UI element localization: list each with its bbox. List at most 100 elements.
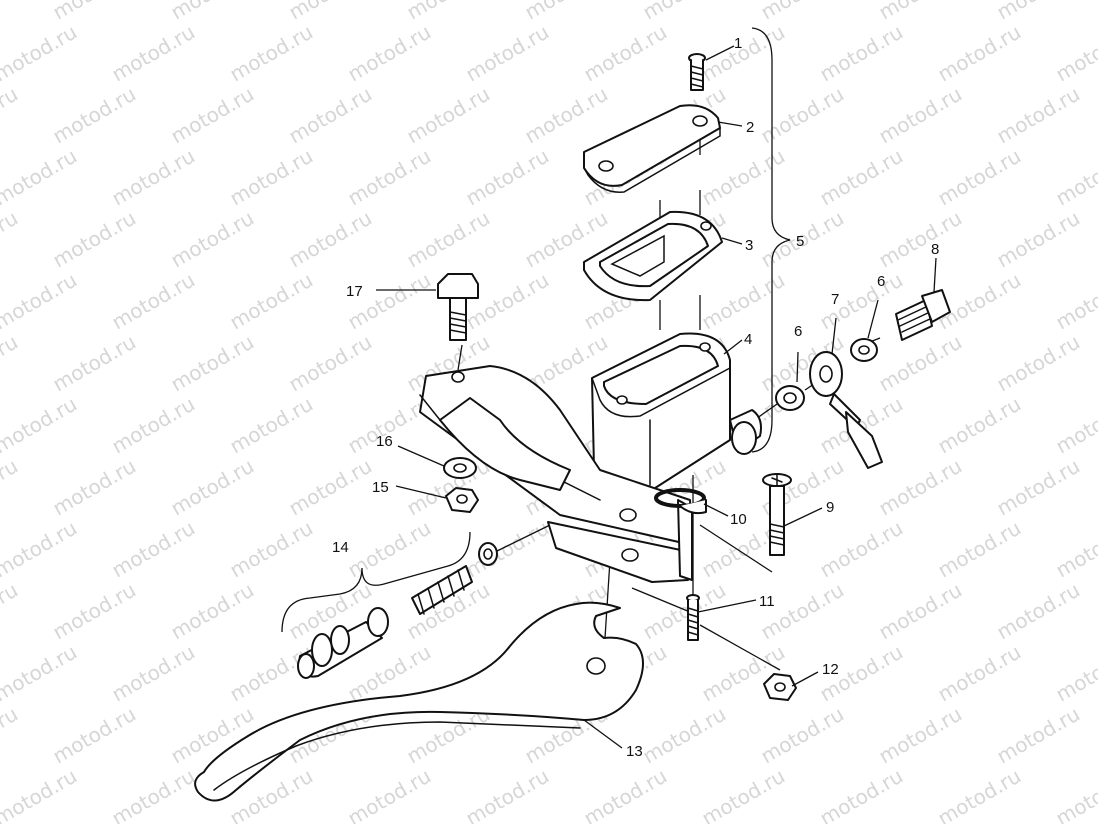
callout-6-left: 6 (794, 323, 802, 340)
watermark-text: motod.ru (757, 0, 848, 24)
watermark-text: motod.ru (0, 268, 81, 335)
watermark-text: motod.ru (285, 82, 376, 149)
watermark-text: motod.ru (1052, 392, 1098, 459)
watermark-text: motod.ru (344, 144, 435, 211)
watermark-text: motod.ru (0, 578, 22, 645)
watermark-text: motod.ru (934, 268, 1025, 335)
watermark-text: motod.ru (0, 144, 81, 211)
watermark-text: motod.ru (934, 392, 1025, 459)
callout-1: 1 (734, 35, 742, 52)
watermark-text: motod.ru (521, 0, 612, 24)
watermark-text: motod.ru (403, 206, 494, 273)
part-13-brake-lever (194, 601, 644, 802)
watermark-text: motod.ru (108, 516, 199, 583)
callout-12: 12 (822, 661, 839, 678)
watermark-text: motod.ru (993, 0, 1084, 24)
watermark-text: motod.ru (49, 578, 140, 645)
watermark-text: motod.ru (0, 640, 81, 707)
callout-13: 13 (626, 743, 643, 760)
kit-brackets (281, 27, 791, 633)
handlebar-clamp-bracket (419, 365, 693, 583)
watermark-text: motod.ru (0, 764, 81, 824)
part-14-piston-kit (297, 542, 498, 679)
watermark-text: motod.ru (0, 20, 81, 87)
watermark-text: motod.ru (1052, 144, 1098, 211)
part-7-banjo-hose-fitting (809, 351, 883, 469)
watermark-text: motod.ru (0, 702, 22, 769)
watermark-text: motod.ru (0, 82, 22, 149)
watermark-text: motod.ru (0, 516, 81, 583)
watermark-text: motod.ru (344, 516, 435, 583)
watermark-text: motod.ru (1052, 20, 1098, 87)
watermark-text: motod.ru (757, 702, 848, 769)
watermark-text: motod.ru (698, 268, 789, 335)
watermark-text: motod.ru (108, 144, 199, 211)
watermark-text: motod.ru (698, 764, 789, 824)
watermark-text: motod.ru (993, 330, 1084, 397)
watermark-text: motod.ru (757, 82, 848, 149)
watermark-text: motod.ru (639, 0, 730, 24)
watermark-text: motod.ru (993, 206, 1084, 273)
watermark-text: motod.ru (108, 20, 199, 87)
watermark-text: motod.ru (934, 20, 1025, 87)
part-15-nut (445, 487, 479, 513)
callout-3: 3 (745, 237, 753, 254)
watermark-text: motod.ru (403, 0, 494, 24)
watermark-text: motod.ru (816, 20, 907, 87)
part-16-washer (443, 457, 477, 479)
watermark-text: motod.ru (1052, 516, 1098, 583)
watermark-text: motod.ru (875, 578, 966, 645)
part-2-reservoir-cover (583, 104, 721, 193)
watermark-text: motod.ru (816, 144, 907, 211)
callout-7: 7 (831, 291, 839, 308)
part-11-screw (686, 594, 700, 641)
part-4-master-cylinder-body (591, 332, 762, 492)
watermark-text: motod.ru (49, 0, 140, 24)
watermark-text: motod.ru (167, 82, 258, 149)
watermark-text: motod.ru (108, 640, 199, 707)
watermark-text: motod.ru (226, 144, 317, 211)
watermark-text: motod.ru (875, 330, 966, 397)
part-12-nut (763, 673, 797, 701)
watermark-text: motod.ru (934, 764, 1025, 824)
watermark-text: motod.ru (757, 578, 848, 645)
callout-17: 17 (346, 283, 363, 300)
watermark-text: motod.ru (0, 454, 22, 521)
part-6-washer-right (850, 338, 878, 362)
watermark-text: motod.ru (698, 20, 789, 87)
callout-labels: 1 2 3 4 5 6 6 7 8 9 10 11 12 13 14 15 16… (332, 35, 939, 760)
watermark-text: motod.ru (344, 764, 435, 824)
watermark-text: motod.ru (580, 764, 671, 824)
watermark-text: motod.ru (0, 392, 81, 459)
part-17-clamp-bolt (437, 273, 479, 341)
watermark-text: motod.ru (167, 206, 258, 273)
watermark-text: motod.ru (49, 206, 140, 273)
watermark-text: motod.ru (49, 82, 140, 149)
watermark-text: motod.ru (167, 454, 258, 521)
part-8-banjo-bolt (895, 289, 951, 341)
watermark-text: motod.ru (462, 764, 553, 824)
watermark-text: motod.ru (993, 578, 1084, 645)
watermark-text: motod.ru (403, 82, 494, 149)
callout-15: 15 (372, 479, 389, 496)
watermark-text: motod.ru (226, 392, 317, 459)
callout-leaders (376, 45, 937, 749)
watermark-text: motod.ru (1052, 764, 1098, 824)
watermark-text: motod.ru (698, 144, 789, 211)
watermark-text: motod.ru (108, 392, 199, 459)
part-1-screw (688, 53, 706, 91)
watermark-text: motod.ru (1052, 268, 1098, 335)
watermark-text: motod.ru (108, 268, 199, 335)
watermark-text: motod.ru (49, 330, 140, 397)
watermark-text: motod.ru (580, 20, 671, 87)
callout-10: 10 (730, 511, 747, 528)
callout-4: 4 (744, 331, 752, 348)
callout-6-right: 6 (877, 273, 885, 290)
watermark-text: motod.ru (934, 640, 1025, 707)
part-10-o-ring (654, 488, 707, 515)
part-6-washer-left (775, 385, 805, 411)
watermark-text: motod.ru (49, 454, 140, 521)
callout-2: 2 (746, 119, 754, 136)
watermark-text: motod.ru (875, 454, 966, 521)
